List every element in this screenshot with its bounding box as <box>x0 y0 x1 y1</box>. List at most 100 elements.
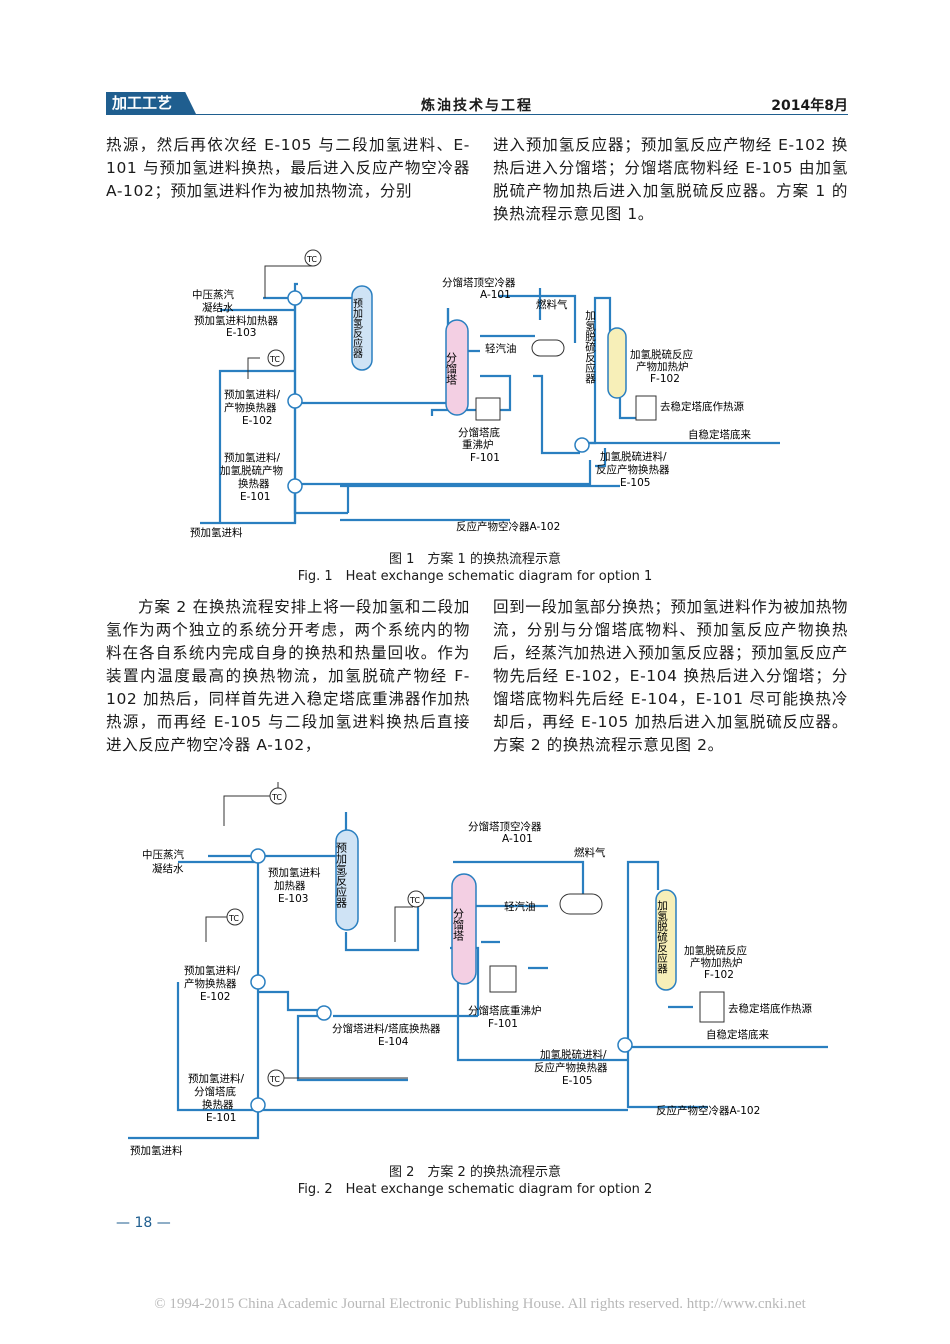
label: 自稳定塔底来 <box>688 428 751 441</box>
label: 加氢脱硫进料/ <box>600 450 667 463</box>
column-vessel-icon <box>445 319 469 416</box>
page-number: — 18 — <box>116 1215 171 1231</box>
furnace-f101-icon <box>475 397 501 421</box>
drum-icon <box>531 339 565 357</box>
label: 加氢脱硫反应器 <box>584 310 596 384</box>
label: E-101 <box>240 491 270 503</box>
figure-2-caption-en: Fig. 2 Heat exchange schematic diagram f… <box>297 1182 653 1197</box>
label: 重沸炉 <box>462 438 494 451</box>
label: 分馏塔 <box>452 908 465 942</box>
label: 反应产物空冷器A-102 <box>656 1104 760 1117</box>
label: E-102 <box>200 991 230 1003</box>
figure-2-caption-cn: 图 2 方案 2 的换热流程示意 <box>389 1165 561 1180</box>
tc-label: TC <box>228 914 239 923</box>
heat-exchanger-e101-icon <box>250 1097 266 1113</box>
label: 预加氢进料/ <box>224 451 280 464</box>
paragraph: 进入预加氢反应器；预加氢反应产物经 E-102 换热后进入分馏塔；分馏塔底物料经… <box>493 136 848 223</box>
label: 自稳定塔底来 <box>706 1028 769 1041</box>
tc-label: TC <box>306 255 317 264</box>
label: 反应产物空冷器A-102 <box>456 520 560 533</box>
paragraph: 回到一段加氢部分换热；预加氢进料作为被加热物流，分别与分馏塔底物料、预加氢反应产… <box>493 598 848 754</box>
figure-2-diagram: TC TC TC TC 中压蒸汽 凝结水 预加氢进料 加热器 E-103 预加氢… <box>128 782 828 1157</box>
label: 反应产物换热器 <box>534 1061 608 1074</box>
text-mid-left: 方案 2 在换热流程安排上将一段加氢和二段加氢作为两个独立的系统分开考虑，两个系… <box>106 596 470 757</box>
label: E-105 <box>562 1075 592 1087</box>
issue-date: 2014年8月 <box>771 98 848 114</box>
label: 中压蒸汽 <box>142 848 184 861</box>
label: 预加氢进料加热器 <box>194 314 278 327</box>
label: 预加氢进料/ <box>188 1072 244 1085</box>
label: 预加氢进料 <box>130 1144 183 1157</box>
heat-exchanger-e102-icon <box>250 974 266 990</box>
label: 分馏塔顶空冷器 <box>468 820 542 833</box>
label: 燃料气 <box>574 846 606 859</box>
label: 预加氢进料 <box>268 866 321 879</box>
text-top-right: 进入预加氢反应器；预加氢反应产物经 E-102 换热后进入分馏塔；分馏塔底物料经… <box>493 134 848 226</box>
copyright-notice: © 1994-2015 China Academic Journal Elect… <box>154 1296 806 1312</box>
furnace-f102-icon <box>635 395 657 421</box>
label: 分馏塔顶空冷器 <box>442 276 516 289</box>
figure-1-diagram: TC TC 中压蒸汽 凝结水 预加氢进料加热器 E-103 预加氢进料/ 产物换… <box>190 249 780 539</box>
heat-exchanger-e105-icon <box>617 1037 633 1053</box>
label: 预加氢反应器 <box>351 298 363 359</box>
label: E-101 <box>206 1112 236 1124</box>
reactor-vessel-icon <box>335 829 359 931</box>
label: 预加氢反应器 <box>335 842 348 909</box>
column-vessel-icon <box>451 873 477 985</box>
label: 换热器 <box>202 1098 234 1111</box>
label: 加氢脱硫反应器 <box>656 900 668 974</box>
label: F-102 <box>704 969 734 981</box>
journal-name: 炼油技术与工程 <box>421 98 533 114</box>
label: 加氢脱硫反应 <box>630 348 693 361</box>
heat-exchanger-e105-icon <box>574 437 590 453</box>
label: 加氢脱硫产物 <box>220 464 283 477</box>
heat-exchanger-e104-icon <box>316 1005 332 1021</box>
label: 轻汽油 <box>485 342 517 355</box>
reactor-vessel-icon <box>351 285 373 371</box>
figure-1-caption-en: Fig. 1 Heat exchange schematic diagram f… <box>297 569 653 584</box>
label: 预加氢进料/ <box>224 388 280 401</box>
label: 分馏塔底重沸炉 <box>468 1004 542 1017</box>
label: F-101 <box>488 1018 518 1030</box>
label: 分馏塔底 <box>194 1085 236 1098</box>
hds-reactor-icon <box>607 327 627 399</box>
heat-exchanger-e103-icon <box>250 848 266 864</box>
paragraph: 方案 2 在换热流程安排上将一段加氢和二段加氢作为两个独立的系统分开考虑，两个系… <box>106 598 470 754</box>
label: A-101 <box>480 289 511 301</box>
figure-1-caption-cn: 图 1 方案 1 的换热流程示意 <box>389 552 561 567</box>
label: 预加氢进料 <box>190 526 243 539</box>
label: E-104 <box>378 1036 409 1048</box>
label: A-101 <box>502 833 533 845</box>
label: E-103 <box>226 327 256 339</box>
text-top-left: 热源，然后再依次经 E-105 与二段加氢进料、E-101 与预加氢进料换热，最… <box>106 134 470 203</box>
tc-label: TC <box>269 1075 280 1084</box>
label: E-105 <box>620 477 650 489</box>
label: 分馏塔进料/塔底换热器 <box>332 1022 441 1035</box>
label: 燃料气 <box>536 298 568 311</box>
section-tag: 加工工艺 <box>106 92 196 114</box>
label: F-101 <box>470 452 500 464</box>
paragraph: 热源，然后再依次经 E-105 与二段加氢进料、E-101 与预加氢进料换热，最… <box>106 136 470 200</box>
label: 轻汽油 <box>504 900 536 913</box>
heat-exchanger-e103-icon <box>287 290 303 306</box>
label: 分馏塔 <box>445 352 458 386</box>
text-mid-right: 回到一段加氢部分换热；预加氢进料作为被加热物流，分别与分馏塔底物料、预加氢反应产… <box>493 596 848 757</box>
label: 凝结水 <box>152 862 184 875</box>
label: 产物加热炉 <box>636 360 689 373</box>
tc-label: TC <box>271 793 282 802</box>
label: 加热器 <box>274 879 306 892</box>
drum-icon <box>559 893 603 915</box>
tc-label: TC <box>269 355 280 364</box>
label: 产物换热器 <box>224 401 277 414</box>
label: 加氢脱硫进料/ <box>540 1048 607 1061</box>
heat-exchanger-e101-icon <box>287 478 303 494</box>
label: 去稳定塔底作热源 <box>728 1002 812 1015</box>
label: 产物换热器 <box>184 977 237 990</box>
label: 去稳定塔底作热源 <box>660 400 744 413</box>
hds-reactor-icon <box>655 889 677 991</box>
label: 加氢脱硫反应 <box>684 944 747 957</box>
tc-label: TC <box>409 896 420 905</box>
label: 反应产物换热器 <box>596 463 670 476</box>
heat-exchanger-e102-icon <box>287 393 303 409</box>
page-header: 加工工艺 炼油技术与工程 2014年8月 <box>106 92 848 115</box>
